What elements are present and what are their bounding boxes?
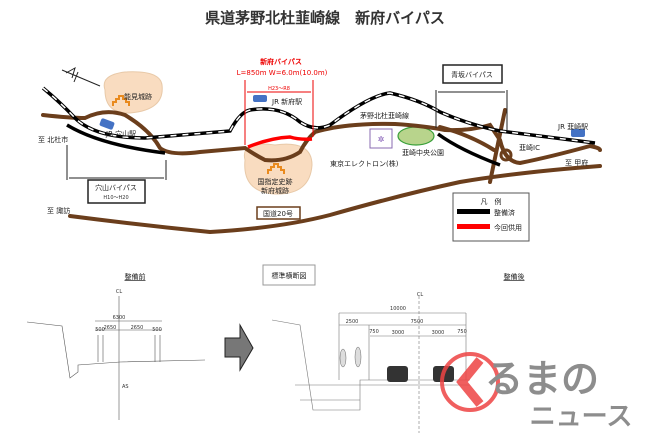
nirasaki-park-area [397,126,435,146]
nirasaki-station-icon [571,129,585,137]
castle-icon [267,163,285,174]
tokyo-electron-label: 東京エレクトロン(株) [330,159,399,168]
svg-text:✲: ✲ [378,135,385,144]
north-arrow-icon [61,66,101,87]
shinpu-bypass-new-road [247,135,313,149]
before-dim: 2650 [104,325,117,331]
legend-title: 凡 例 [481,197,502,206]
after-label: 整備後 [504,272,525,281]
before-as: AS [122,384,129,390]
page-title: 県道茅野北杜韮崎線 新府バイパス [205,9,445,27]
shinpu-castle-label-2: 新府城跡 [261,186,289,195]
castle-icon [112,95,130,106]
nirasaki-park-label: 韮崎中央公園 [402,148,444,157]
legend-swatch-new [457,224,490,229]
anayama-bypass-period: H10〜H20 [103,195,128,201]
anayama-bypass-name: 穴山バイパス [95,183,137,192]
after-sidewalk-width: 2500 [346,319,359,325]
cross-section-heading: 標準横断図 [272,271,307,280]
before-cross-section [26,296,206,420]
tokyo-electron-icon [369,128,393,149]
legend-label-new: 今回供用 [494,223,522,232]
national-route-box [256,206,301,220]
anayama-bypass-box [87,179,146,204]
shinpu-bypass-extent-arrows [244,80,314,145]
after-dim: 3000 [392,330,405,336]
before-dim: 2650 [131,325,144,331]
legend-swatch-completed [457,209,490,214]
route-name-label: 茅野北杜韮崎線 [360,111,409,120]
nirasaki-station-label: JR 韮崎駅 [557,122,588,131]
before-total-width: 6300 [113,315,126,321]
jr-railway-line [41,86,596,145]
before-cl: CL [116,289,122,295]
shinpu-bypass-spec: L=850m W=6.0m(10.0m) [237,69,328,77]
shinpu-bypass-period: H23〜R8 [268,86,290,92]
noumi-castle-label: 能見城跡 [124,92,152,101]
cross-section-heading-box [262,264,316,286]
to-kofu-label: 至 甲府 [565,158,588,167]
after-total-width: 10000 [390,306,406,312]
before-dim: 500 [152,327,162,333]
legend-label-completed: 整備済 [494,208,515,217]
national-route-label: 国道20号 [263,209,293,218]
arrow-right-icon [224,323,254,372]
kurumano-news-logo: るまの ニュース [440,352,633,432]
to-hokuto-label: 至 北杜市 [38,135,68,144]
anayama-station-label: JR 穴山駅 [105,129,136,138]
aosaka-bypass-name: 青坂バイパス [451,70,493,79]
nirasaki-ic-label: 韮崎IC [519,143,540,152]
legend: 凡 例 整備済 今回供用 [452,192,530,242]
shinpu-station-icon [253,95,267,102]
completed-roads [66,123,501,167]
after-roadway-width: 7500 [411,319,424,325]
after-cl: CL [417,292,423,298]
after-dim: 750 [369,329,379,335]
aosaka-bypass-box [442,64,503,84]
watermark-line1: るまの [485,357,599,401]
shinpu-castle-label-1: 国指定史跡 [258,177,293,186]
before-label: 整備前 [125,272,146,281]
after-dim: 3000 [432,330,445,336]
before-dim: 500 [95,327,105,333]
anayama-station-icon [99,118,115,130]
shinpu-bypass-name: 新府バイパス [260,57,302,66]
shinpu-station-label: JR 新府駅 [271,97,302,106]
after-cross-section [271,296,470,433]
aosaka-bypass-extent-arrows [435,90,508,130]
after-dim: 750 [457,329,467,335]
pedestrian-icons [339,346,362,368]
watermark-line2: ニュース [530,402,633,432]
to-suwa-label: 至 諏訪 [47,206,70,215]
anayama-bypass-extent-arrows [66,145,167,180]
